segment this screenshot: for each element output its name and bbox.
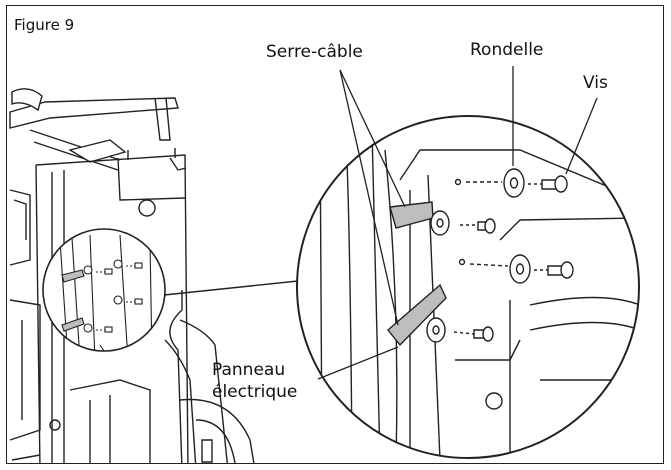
large-detail-circle	[296, 115, 640, 459]
cable-tie-label: Serre-câble	[266, 42, 363, 62]
screw-label: Vis	[583, 73, 608, 93]
leader-lines	[317, 66, 598, 380]
cable-tie-lower	[387, 283, 447, 347]
electrical-panel-label-line2: électrique	[212, 382, 298, 402]
callout-connector	[163, 280, 299, 296]
figure-title: Figure 9	[14, 16, 75, 34]
machine-drawing	[9, 88, 255, 463]
electrical-panel-label: Panneau électrique	[212, 359, 297, 403]
small-detail-circle	[42, 228, 166, 352]
washer-label: Rondelle	[470, 40, 544, 60]
electrical-panel-label-line1: Panneau	[212, 360, 286, 380]
